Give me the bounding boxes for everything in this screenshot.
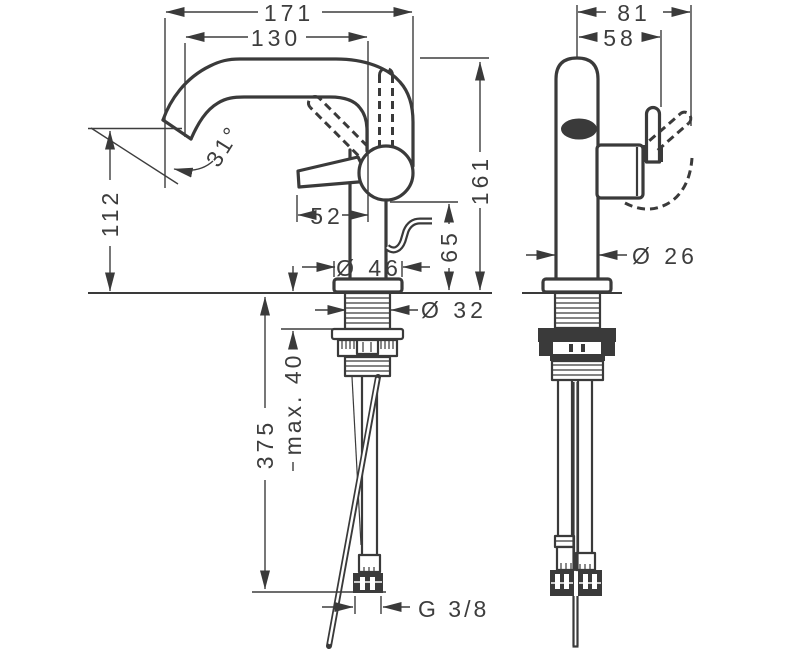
dim-depth-total-label: 81 — [617, 0, 651, 26]
faucet-body-side — [554, 56, 600, 279]
dim-counter-thickness-label: max. 40 — [280, 353, 306, 456]
dim-total-height-label: 161 — [467, 155, 493, 205]
spout-outline — [161, 57, 415, 168]
threaded-shank-front — [343, 291, 392, 331]
pop-up-rod-hook — [384, 217, 432, 254]
dim-handle-length-label: 52 — [310, 203, 344, 229]
dim-connection-thread-label: G 3/8 — [418, 596, 489, 622]
dim-body-diameter-label: Ø 26 — [632, 243, 698, 269]
dim-depth-handle-label: 58 — [603, 25, 637, 51]
dim-outlet-height-label: 65 — [436, 229, 462, 263]
dim-hose-length-label: 375 — [252, 419, 278, 469]
hose-connector-front — [353, 573, 383, 593]
handle-pivot-ball — [357, 144, 415, 202]
dim-shank-diameter-label: Ø 32 — [421, 297, 487, 323]
dim-spout-reach-label: 130 — [251, 25, 301, 51]
handle-pin-dashed-position — [624, 110, 694, 211]
mounting-nut-side — [538, 328, 616, 382]
dimension-annotations: 171 130 112 31° 52 Ø 46 65 161 Ø 32 max.… — [88, 0, 698, 622]
threaded-shank-side — [553, 291, 602, 330]
handle-dashed-diagonal-position — [307, 95, 378, 166]
side-view — [522, 56, 694, 648]
mounting-nut-front — [330, 327, 405, 378]
spout-outlet-face — [161, 118, 193, 141]
supply-hose-front — [351, 376, 383, 593]
dim-total-width-label: 171 — [264, 0, 314, 26]
supply-hoses-side — [550, 380, 602, 648]
dim-spout-height-label: 112 — [97, 189, 123, 238]
spout-outlet-side — [561, 118, 597, 140]
dim-base-diameter-label: Ø 46 — [336, 255, 402, 281]
handle-pin — [644, 105, 662, 164]
pop-up-rod-lower — [326, 374, 381, 649]
angle-leader-arrow — [173, 160, 214, 178]
front-view — [88, 57, 492, 649]
dim-spout-angle-label: 31° — [201, 120, 246, 171]
base-plinth-side — [541, 277, 613, 294]
handle-block-side — [595, 143, 645, 200]
handle-dashed-up-position — [378, 67, 394, 148]
